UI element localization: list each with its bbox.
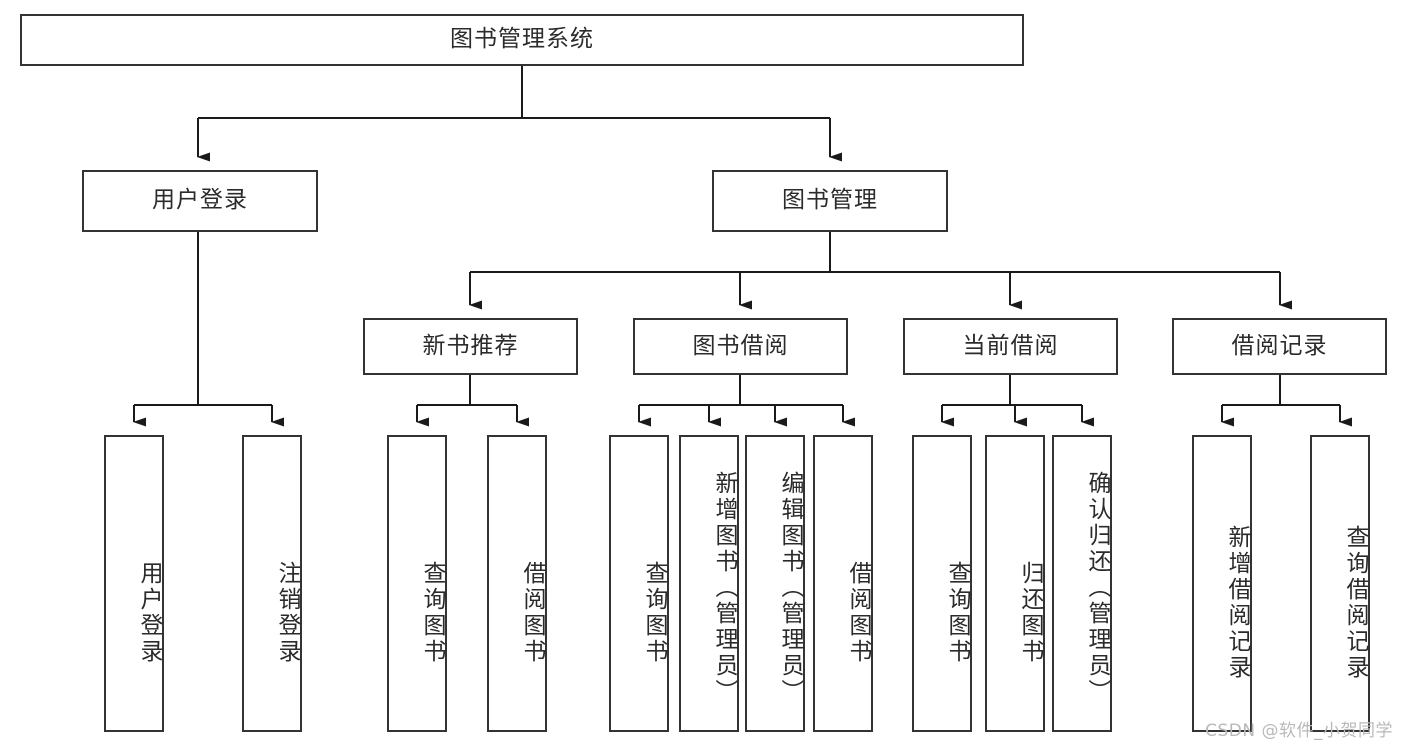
node-leaf-borrow-book-1[interactable]: 借阅图书 — [487, 435, 547, 732]
node-leaf-add-book-admin[interactable]: 新增图书（管理员） — [679, 435, 739, 732]
node-leaf-confirm-return-admin-label: 确认归还（管理员） — [1084, 470, 1110, 705]
node-leaf-logout-login[interactable]: 注销登录 — [242, 435, 302, 732]
node-leaf-borrow-book-2-label: 借阅图书 — [845, 560, 871, 665]
node-root-label: 图书管理系统 — [450, 26, 594, 53]
node-leaf-logout-login-label: 注销登录 — [274, 560, 300, 665]
node-leaf-query-book-2[interactable]: 查询图书 — [609, 435, 669, 732]
node-leaf-return-book[interactable]: 归还图书 — [985, 435, 1045, 732]
node-user-login[interactable]: 用户登录 — [82, 170, 318, 232]
node-leaf-add-book-admin-label: 新增图书（管理员） — [711, 470, 737, 705]
node-leaf-borrow-book-2[interactable]: 借阅图书 — [813, 435, 873, 732]
node-leaf-confirm-return-admin[interactable]: 确认归还（管理员） — [1052, 435, 1112, 732]
node-book-manage-label: 图书管理 — [782, 187, 878, 214]
node-leaf-query-borrow-record[interactable]: 查询借阅记录 — [1310, 435, 1370, 732]
node-leaf-return-book-label: 归还图书 — [1017, 560, 1043, 665]
node-leaf-borrow-book-1-label: 借阅图书 — [519, 560, 545, 665]
node-leaf-edit-book-admin[interactable]: 编辑图书（管理员） — [745, 435, 805, 732]
node-book-borrow-label: 图书借阅 — [692, 332, 789, 359]
node-current-borrow[interactable]: 当前借阅 — [903, 318, 1118, 375]
node-leaf-user-login[interactable]: 用户登录 — [104, 435, 164, 732]
node-book-borrow[interactable]: 图书借阅 — [633, 318, 848, 375]
node-leaf-query-book-1[interactable]: 查询图书 — [387, 435, 447, 732]
node-leaf-add-borrow-record[interactable]: 新增借阅记录 — [1192, 435, 1252, 732]
node-user-login-label: 用户登录 — [152, 187, 248, 214]
node-leaf-query-borrow-record-label: 查询借阅记录 — [1342, 524, 1368, 681]
node-current-borrow-label: 当前借阅 — [962, 332, 1059, 359]
node-borrow-record-label: 借阅记录 — [1231, 332, 1328, 359]
node-new-book-recommend-label: 新书推荐 — [422, 332, 519, 359]
node-root[interactable]: 图书管理系统 — [20, 14, 1024, 66]
node-leaf-query-book-2-label: 查询图书 — [641, 560, 667, 665]
node-borrow-record[interactable]: 借阅记录 — [1172, 318, 1387, 375]
node-leaf-edit-book-admin-label: 编辑图书（管理员） — [777, 470, 803, 705]
node-leaf-add-borrow-record-label: 新增借阅记录 — [1224, 524, 1250, 681]
node-leaf-query-book-3-label: 查询图书 — [944, 560, 970, 665]
node-book-manage[interactable]: 图书管理 — [712, 170, 948, 232]
node-leaf-user-login-label: 用户登录 — [136, 560, 162, 665]
node-leaf-query-book-3[interactable]: 查询图书 — [912, 435, 972, 732]
node-new-book-recommend[interactable]: 新书推荐 — [363, 318, 578, 375]
node-leaf-query-book-1-label: 查询图书 — [419, 560, 445, 665]
